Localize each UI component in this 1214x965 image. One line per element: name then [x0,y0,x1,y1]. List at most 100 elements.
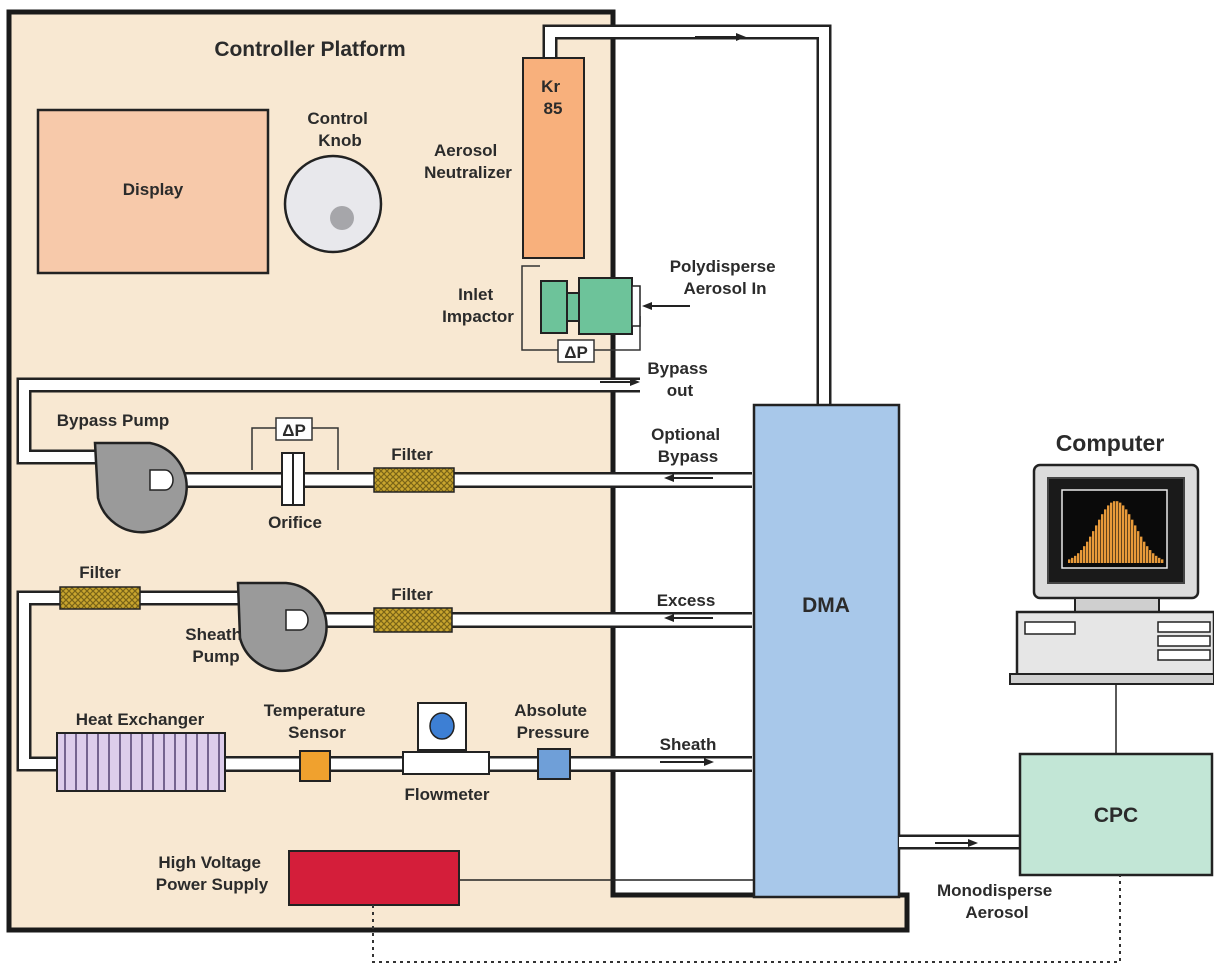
impactor-link [566,292,580,322]
arrow-monodisperse [935,839,978,847]
impactor-dp-label: ΔP [564,343,588,362]
histogram-bar [1071,557,1074,563]
filter-bypass [373,467,455,493]
sheath-pump [236,581,328,673]
arrow-top [695,33,746,41]
floppy-drive [1024,621,1076,635]
signal-cable-dotted [372,875,1121,963]
inlet-impactor-label: Inlet Impactor [442,285,514,326]
display-label: Display [123,180,184,199]
histogram-bar [1131,519,1134,563]
histogram-bar [1074,555,1077,563]
filter-sheath-loop-label: Filter [79,563,121,582]
histogram-bar [1122,505,1125,563]
histogram-bar [1110,502,1113,563]
cpc-label: CPC [1094,804,1138,827]
histogram-bar [1128,514,1131,563]
platform-title: Controller Platform [214,38,405,61]
histogram-bar [1116,501,1119,563]
monodisperse-label: Monodisperse Aerosol [937,881,1057,922]
histogram-bar [1140,536,1143,563]
heat-exchanger-label: Heat Exchanger [76,710,205,729]
histogram-bar [1107,505,1110,563]
temperature-sensor-label: Temperature Sensor [264,701,370,742]
histogram-bar [1077,553,1080,563]
orifice-dp-label: ΔP [282,421,306,440]
histogram-bar [1149,550,1152,563]
orifice-dp-box [275,417,313,441]
drive-bay-2 [1157,635,1211,647]
bypass-pump [93,441,188,534]
histogram-bar [1098,519,1101,563]
control-knob-dot [330,206,354,230]
filter-bypass-label: Filter [391,445,433,464]
impactor-dp-line [521,265,641,351]
kr85-label: Kr 85 [541,77,565,118]
filter-excess-label: Filter [391,585,433,604]
histogram-bar [1158,557,1161,563]
arrow-sheath [660,758,714,766]
histogram-bar [1143,541,1146,563]
flowmeter [402,751,490,775]
high-voltage-label: High Voltage Power Supply [156,853,269,894]
histogram-bar [1134,525,1137,563]
filter-excess [373,607,453,633]
drive-bay-1 [1157,621,1211,633]
aerosol-neutralizer [522,57,585,259]
sheath-pump-label: Sheath Pump [185,625,246,666]
computer-label: Computer [1056,430,1165,456]
impactor-inlet-nozzle [631,285,641,327]
inlet-impactor [578,277,633,335]
display [36,108,270,275]
arrow-optional-bypass [664,474,713,482]
high-voltage-power-supply [288,850,460,906]
histogram-bar [1161,559,1164,563]
control-knob-label: Control Knob [307,109,372,150]
screen-histogram [1068,501,1164,563]
histogram-bar [1125,509,1128,563]
histogram-bar [1068,559,1071,563]
arrow-bypass-out [600,378,640,386]
histogram-bar [1146,546,1149,563]
flowmeter-gauge [429,712,455,740]
histogram-bar [1119,502,1122,563]
heat-exchanger [56,732,226,792]
bypass-out-label: Bypass out [647,359,712,400]
polydisperse-label: Polydisperse Aerosol In [670,257,781,298]
drive-bay-3 [1157,649,1211,661]
arrow-polydisperse-in [642,302,690,310]
histogram-bar [1155,555,1158,563]
histogram-bar [1152,553,1155,563]
absolute-pressure-sensor [537,748,571,780]
impactor-small-block [540,280,568,334]
sheath-label: Sheath [660,735,717,754]
temperature-sensor [299,750,331,782]
computer-feet [1009,673,1214,685]
absolute-pressure-label: Absolute Pressure [514,701,591,742]
dma-label: DMA [802,594,850,617]
orifice-label: Orifice [268,513,322,532]
histogram-bar [1092,531,1095,563]
histogram-bar [1080,550,1083,563]
histogram-bar [1137,531,1140,563]
arrow-excess [664,614,713,622]
neutralizer-label: Aerosol Neutralizer [424,141,512,182]
histogram-bar [1101,514,1104,563]
bypass-pump-label: Bypass Pump [57,411,169,430]
histogram-bar [1113,501,1116,563]
monitor-stand [1074,597,1160,613]
cpc [1018,752,1214,877]
histogram-bar [1104,509,1107,563]
flowmeter-label: Flowmeter [404,785,489,804]
histogram-bar [1086,541,1089,563]
optional-bypass-label: Optional Bypass [651,425,725,466]
dma [752,403,901,899]
filter-sheath-loop [59,586,141,610]
control-knob [283,154,383,254]
impactor-dp-box [557,339,595,363]
histogram-bar [1089,536,1092,563]
histogram-bar [1095,525,1098,563]
excess-label: Excess [657,591,716,610]
histogram-bar [1083,546,1086,563]
